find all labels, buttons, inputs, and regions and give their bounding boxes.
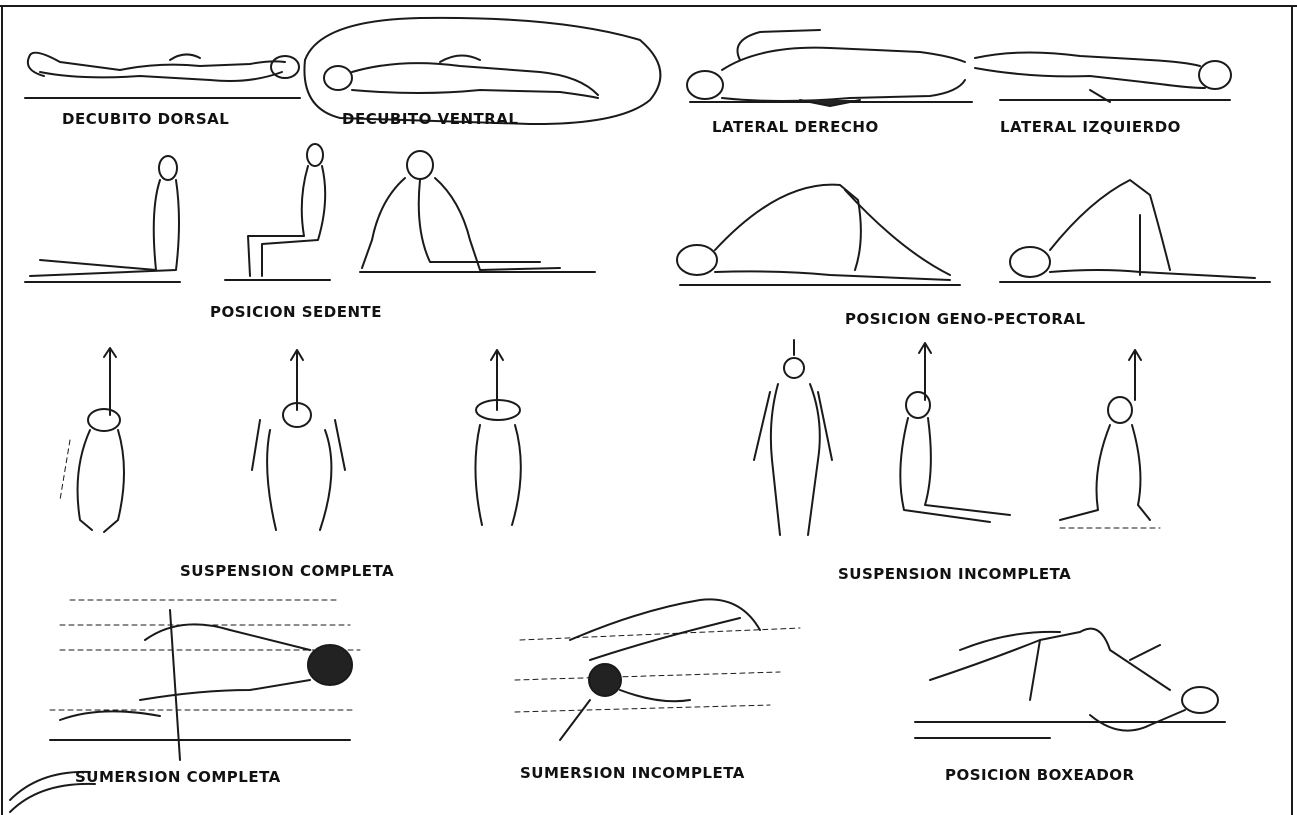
decubito-ventral-figure bbox=[304, 18, 660, 124]
label-sumersion-incompleta: SUMERSION INCOMPLETA bbox=[520, 764, 745, 782]
label-suspension-completa: SUSPENSION COMPLETA bbox=[180, 562, 394, 580]
label-sumersion-completa: SUMERSION COMPLETA bbox=[75, 768, 281, 786]
suspension-completa-figures bbox=[60, 348, 521, 532]
lateral-izquierdo-figure bbox=[975, 52, 1231, 102]
label-decubito-dorsal: DECUBITO DORSAL bbox=[62, 110, 229, 128]
label-posicion-geno-pectoral: POSICION GENO-PECTORAL bbox=[845, 310, 1086, 328]
posicion-geno-pectoral-figures bbox=[677, 180, 1270, 285]
label-posicion-sedente: POSICION SEDENTE bbox=[210, 303, 382, 321]
label-decubito-ventral: DECUBITO VENTRAL bbox=[342, 110, 518, 128]
decubito-dorsal-figure bbox=[25, 53, 300, 98]
label-lateral-derecho: LATERAL DERECHO bbox=[712, 118, 879, 136]
label-lateral-izquierdo: LATERAL IZQUIERDO bbox=[1000, 118, 1181, 136]
sumersion-completa-figure bbox=[50, 600, 360, 760]
label-suspension-incompleta: SUSPENSION INCOMPLETA bbox=[838, 565, 1071, 583]
posicion-sedente-figures bbox=[25, 144, 595, 282]
label-posicion-boxeador: POSICION BOXEADOR bbox=[945, 766, 1135, 784]
posicion-boxeador-figure bbox=[915, 629, 1225, 738]
sumersion-incompleta-figure bbox=[515, 599, 800, 740]
lateral-derecho-figure bbox=[687, 30, 972, 106]
suspension-incompleta-figures bbox=[754, 340, 1160, 535]
